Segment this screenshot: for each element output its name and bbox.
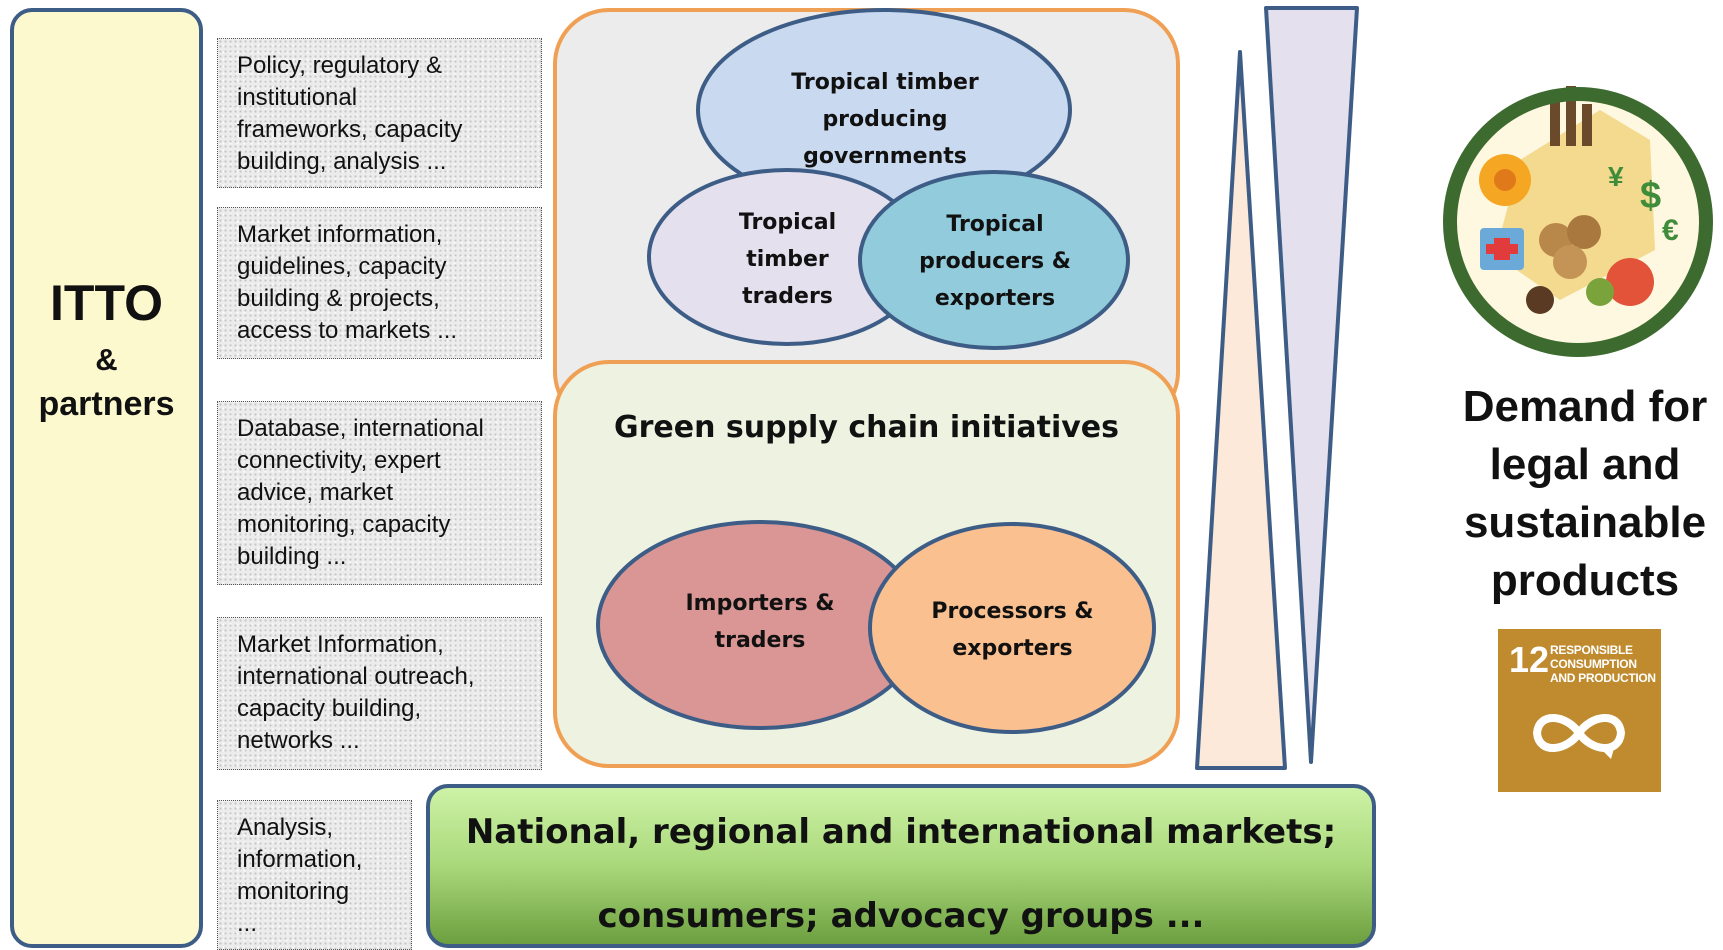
itto-partners-box: ITTO & partners bbox=[10, 8, 203, 948]
green-supply-chain-title: Green supply chain initiatives bbox=[613, 410, 1119, 445]
sdg-12-badge: 12 RESPONSIBLE CONSUMPTION AND PRODUCTIO… bbox=[1498, 629, 1661, 792]
infinity-icon bbox=[1532, 714, 1626, 759]
itto-ampersand: & bbox=[95, 342, 118, 377]
itto-title: ITTO bbox=[50, 275, 163, 331]
sustainability-emblem-icon: $ € ¥ bbox=[1443, 86, 1713, 357]
processors-ellipse bbox=[868, 522, 1156, 734]
markets-line-1: National, regional and international mar… bbox=[465, 812, 1337, 852]
markets-line-2: consumers; advocacy groups ... bbox=[597, 896, 1205, 936]
note-policy: Policy, regulatory & institutional frame… bbox=[217, 38, 542, 188]
note-analysis: Analysis, information, monitoring ... bbox=[217, 800, 412, 950]
svg-text:€: € bbox=[1662, 214, 1679, 247]
note-market-information: Market information, guidelines, capacity… bbox=[217, 207, 542, 359]
demand-text: Demand for legal and sustainable product… bbox=[1462, 382, 1708, 605]
svg-text:¥: ¥ bbox=[1608, 161, 1624, 192]
importers-label: Importers & traders bbox=[685, 591, 835, 653]
downward-wedge bbox=[1264, 6, 1359, 764]
governments-label: Tropical timber producing governments bbox=[791, 70, 979, 169]
traders-label: Tropical timber traders bbox=[738, 210, 837, 309]
note-database: Database, international connectivity, ex… bbox=[217, 401, 542, 585]
processors-label: Processors & exporters bbox=[931, 599, 1094, 661]
itto-partners: partners bbox=[38, 385, 175, 423]
svg-text:$: $ bbox=[1640, 175, 1661, 217]
note-outreach: Market Information, international outrea… bbox=[217, 617, 542, 770]
sdg-number: 12 bbox=[1509, 639, 1550, 680]
upward-wedge bbox=[1195, 50, 1287, 770]
producers-label: Tropical producers & exporters bbox=[919, 212, 1071, 311]
sdg-label: RESPONSIBLE CONSUMPTION AND PRODUCTION bbox=[1550, 643, 1656, 685]
producers-ellipse bbox=[858, 170, 1130, 350]
markets-box: National, regional and international mar… bbox=[426, 784, 1376, 948]
